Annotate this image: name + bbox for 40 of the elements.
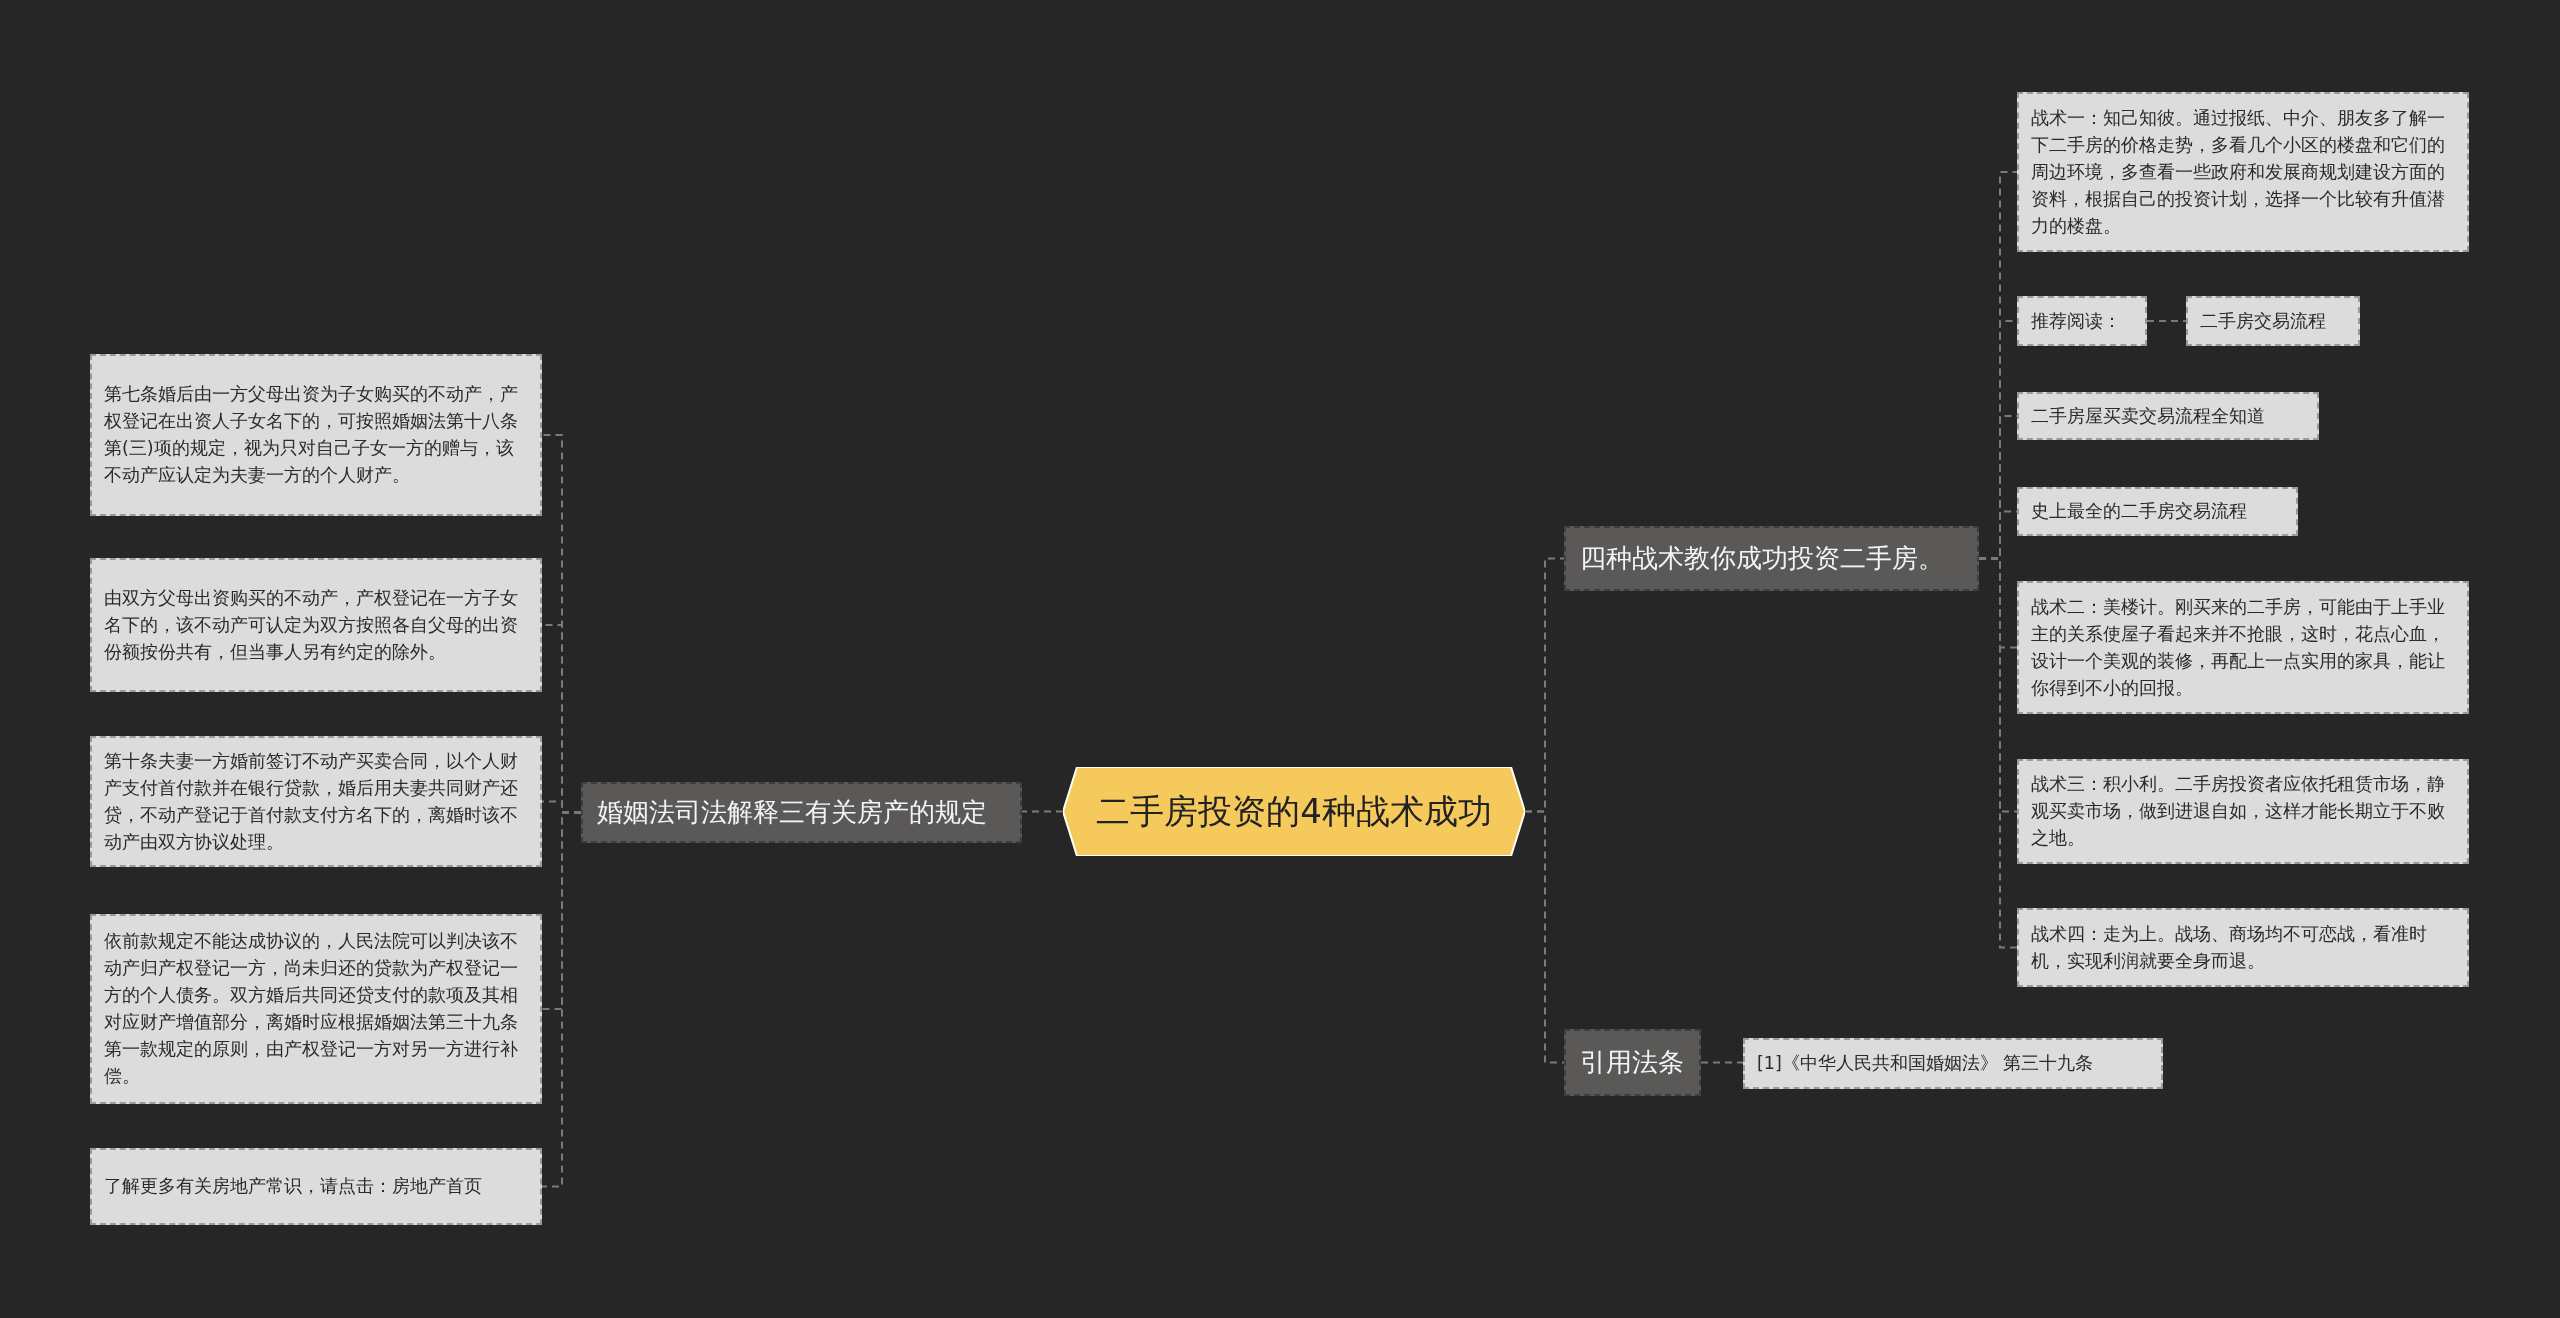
topic-text: 四种战术教你成功投资二手房。 <box>1580 542 1944 575</box>
connector-line <box>1524 810 1565 1064</box>
note-text: 第十条夫妻一方婚前签订不动产买卖合同，以个人财产支付首付款并在银行贷款，婚后用夫妻共同财产还贷，不动产登记于首付款支付方名下的，离婚时该不动产由双方协议处理。 <box>104 749 519 854</box>
note-card <box>2017 392 2319 440</box>
note-text: 第七条婚后由一方父母出资为子女购买的不动产，产权登记在出资人子女名下的，可按照婚姻法第十八条第(三)项的规定，视为只对自己子女一方的赠与，该不动产应认定为夫妻一方的个人财产。 <box>104 383 519 487</box>
note-card <box>90 736 542 867</box>
note-text: 史上最全的二手房交易流程 <box>2031 500 2247 523</box>
connector-line <box>2146 320 2187 322</box>
note-card <box>2017 296 2147 346</box>
note-text: 由双方父母出资购买的不动产，产权登记在一方子女名下的，该不动产可认定为双方按照各自父母的出资份额按份共有，但当事人另有约定的除外。 <box>104 586 519 664</box>
connector-line <box>1700 1061 1744 1064</box>
topic-box <box>1564 526 1979 591</box>
note-card <box>2017 487 2298 536</box>
note-card <box>2186 296 2360 346</box>
note-card <box>90 914 542 1104</box>
note-card <box>2017 908 2469 987</box>
note-card <box>2017 581 2469 714</box>
note-text: 战术四：走为上。战场、商场均不可恋战，看准时机，实现利润就要全身而退。 <box>2031 922 2428 973</box>
topic-text: 引用法条 <box>1580 1046 1684 1079</box>
note-text: 依前款规定不能达成协议的，人民法院可以判决该不动产归产权登记一方，尚未归还的贷款为产权登记一方的个人债务。双方婚后共同还贷支付的款项及其相对应财产增值部分，离婚时应根据婚姻法第三十九条第一款规定的原则，由产权登记一方对另一方进行补偿。 <box>104 930 519 1088</box>
note-text: 战术三：积小利。二手房投资者应依托租赁市场，静观买卖市场，做到进退自如，这样才能长期立于不败之地。 <box>2031 773 2446 850</box>
note-text: [1]《中华人民共和国婚姻法》 第三十九条 <box>1757 1052 2094 1075</box>
topic-box <box>1564 1029 1701 1096</box>
note-card <box>1743 1038 2163 1089</box>
note-text: 战术一：知己知彼。通过报纸、中介、朋友多了解一下二手房的价格走势，多看几个小区的楼盘和它们的周边环境，多查看一些政府和发展商规划建设方面的资料，根据自己的投资计划，选择一个比较有升值潜力的楼盘。 <box>2031 106 2446 238</box>
note-card <box>2017 92 2469 252</box>
note-text: 了解更多有关房地产常识，请点击：房地产首页 <box>104 1175 482 1198</box>
note-card <box>90 354 542 516</box>
central-topic-text: 二手房投资的4种战术成功 <box>1096 789 1492 833</box>
note-card <box>90 558 542 692</box>
note-card <box>2017 759 2469 864</box>
central-topic-hexagon <box>1063 767 1525 856</box>
note-text: 二手房交易流程 <box>2200 309 2326 333</box>
topic-text: 婚姻法司法解释三有关房产的规定 <box>597 796 987 829</box>
connector-line <box>1021 810 1064 813</box>
note-text: 战术二：美楼计。刚买来的二手房，可能由于上手业主的关系使屋子看起来并不抢眼，这时，花点心血，设计一个美观的装修，再配上一点实用的家具，能让你得到不小的回报。 <box>2031 595 2446 700</box>
note-text: 二手房屋买卖交易流程全知道 <box>2031 404 2265 428</box>
note-card <box>90 1148 542 1225</box>
topic-box <box>581 782 1022 843</box>
note-text: 推荐阅读： <box>2031 309 2121 333</box>
